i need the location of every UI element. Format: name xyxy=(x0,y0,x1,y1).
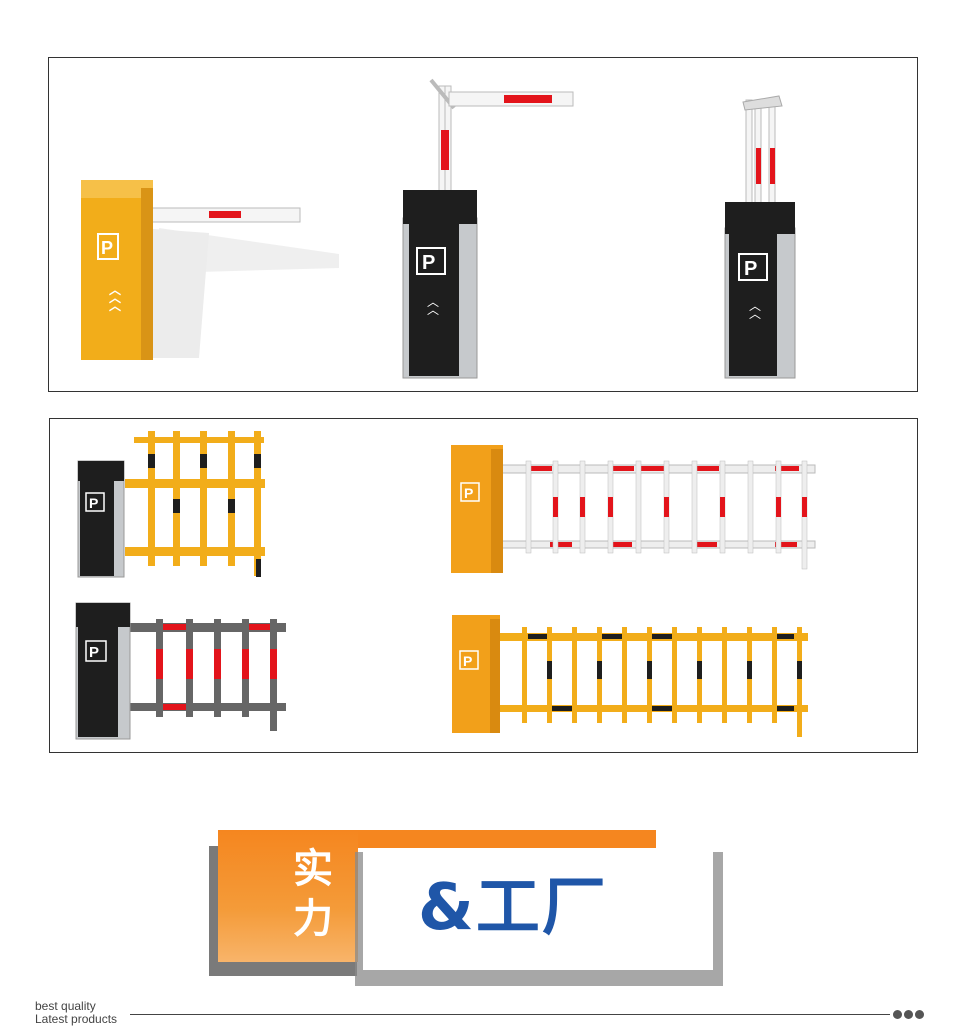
fence-barrier-black-gray-red: P xyxy=(75,602,286,740)
fence-upper-rail xyxy=(134,437,264,443)
yellow-barrier-gate: P ︿ ︿ ︿ xyxy=(81,180,301,360)
banner-char-2: 力 xyxy=(293,896,333,942)
black-folding-barrier-gate: P ︿ ︿ xyxy=(402,78,574,379)
chevron-up-icon: ︿ xyxy=(749,299,761,313)
factory-strength-banner: 实 力 &工厂 xyxy=(205,830,725,990)
parking-logo-letter: P xyxy=(422,252,435,274)
fence-bottom-rail xyxy=(130,703,286,711)
arm-red-stripe xyxy=(756,148,761,184)
fence-top-rail xyxy=(130,623,286,632)
parking-logo-frame xyxy=(738,253,768,281)
arm-upright xyxy=(745,99,753,211)
footer-line-1: best quality xyxy=(35,999,96,1013)
parking-logo-frame xyxy=(459,650,479,670)
arm-red-stripe-horizontal xyxy=(504,95,552,103)
cabinet-top xyxy=(76,603,130,627)
fence-barrier-orange-yellow-black: P xyxy=(452,615,808,737)
arm-red-stripe xyxy=(441,130,449,170)
cabinet-top xyxy=(725,202,795,234)
banner-strength-label: 实 力 xyxy=(283,844,343,944)
product-panel-bottom: P xyxy=(49,418,918,753)
cabinet-top xyxy=(403,190,477,224)
fence-bottom-rail xyxy=(125,547,265,556)
cabinet-side xyxy=(141,188,153,360)
parking-logo-frame xyxy=(460,482,480,502)
fence-barrier-orange-white-red: P xyxy=(451,445,816,573)
black-upright-barrier-gate: P ︿ ︿ xyxy=(724,95,796,379)
cabinet-front-panel xyxy=(78,627,118,737)
fence-bottom-rail xyxy=(499,540,816,549)
more-dots-icon xyxy=(893,1008,926,1022)
parking-logo-frame xyxy=(85,640,107,662)
product-panel-top: P ︿ ︿ ︿ P ︿ ︿ xyxy=(48,57,918,392)
cabinet-side xyxy=(491,449,503,573)
chevron-up-icon: ︿ xyxy=(427,295,439,309)
arm-hinge xyxy=(742,95,783,111)
fence-barrier-black-yellow: P xyxy=(77,431,265,578)
parking-logo-frame xyxy=(97,233,119,260)
banner-white-card xyxy=(363,848,713,970)
cabinet-shadow xyxy=(139,228,209,358)
chevron-up-icon: ︿ xyxy=(109,291,121,305)
footer-divider xyxy=(130,1014,890,1015)
cabinet-side xyxy=(490,619,500,733)
banner-factory-title: &工厂 xyxy=(418,871,608,945)
cabinet-top xyxy=(81,180,153,198)
arm-red-stripe-2 xyxy=(770,148,775,184)
parking-logo-letter: P xyxy=(89,644,99,661)
parking-logo-letter: P xyxy=(464,485,473,501)
fence-top-rail xyxy=(125,479,265,488)
cabinet-front-panel xyxy=(729,234,777,376)
parking-logo-letter: P xyxy=(89,495,98,511)
banner-char-1: 实 xyxy=(293,846,333,892)
parking-logo-frame xyxy=(85,492,105,512)
parking-logo-letter: P xyxy=(744,258,757,280)
arm-red-stripe xyxy=(209,211,241,218)
parking-logo-letter: P xyxy=(463,653,472,669)
footer-tagline: best quality Latest products xyxy=(35,1000,117,1026)
footer-line-2: Latest products xyxy=(35,1012,118,1026)
parking-logo-frame xyxy=(416,247,446,275)
banner-orange-block xyxy=(218,830,358,962)
chevron-up-icon: ︿ xyxy=(109,283,121,297)
chevron-up-icon: ︿ xyxy=(427,303,439,317)
parking-logo-letter: P xyxy=(101,238,113,258)
chevron-up-icon: ︿ xyxy=(109,299,121,313)
fence-barrier-illustration-bottom: P xyxy=(75,431,816,740)
chevron-up-icon: ︿ xyxy=(749,307,761,321)
barrier-gates-illustration-top: P ︿ ︿ ︿ P ︿ ︿ xyxy=(81,78,796,379)
cabinet-top xyxy=(78,461,124,481)
